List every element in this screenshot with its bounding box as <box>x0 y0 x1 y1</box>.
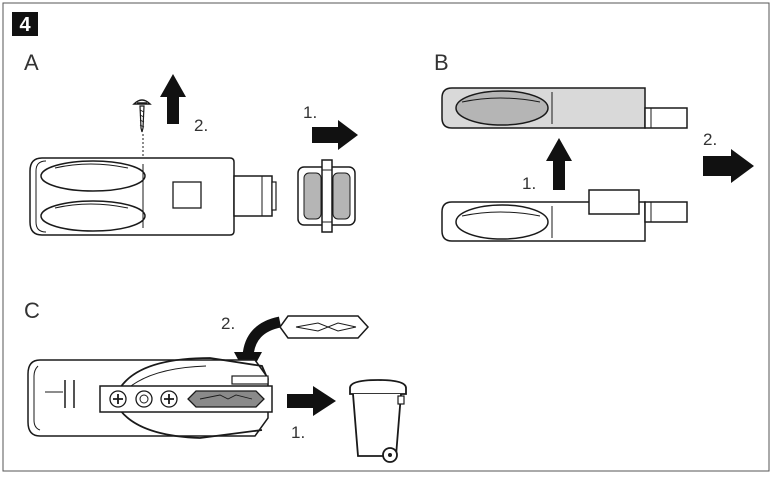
panel-c-step2-label: 2. <box>221 314 235 333</box>
panel-a: 2. 1. <box>29 74 358 236</box>
housing-top-half <box>441 87 688 129</box>
diagram-border <box>2 2 770 472</box>
arrow-right-icon <box>703 149 754 183</box>
fuse-icon <box>279 315 370 339</box>
plug-tip <box>233 175 273 217</box>
panel-a-step2-label: 2. <box>194 116 208 135</box>
panel-label-c: C <box>24 298 40 323</box>
arrow-up-icon <box>160 74 186 124</box>
panel-b: 1. 2. <box>441 87 754 242</box>
screw-icon <box>160 390 178 408</box>
trash-bin-icon <box>349 379 407 463</box>
panel-c-step1-label: 1. <box>291 423 305 442</box>
removed-tip <box>297 159 356 233</box>
grip-lower <box>40 200 146 232</box>
arrow-up-icon <box>546 138 572 190</box>
open-plug <box>27 357 273 439</box>
panel-label-a: A <box>24 50 39 75</box>
panel-label-b: B <box>434 50 449 75</box>
car-plug <box>29 157 277 236</box>
screw-icon <box>109 390 127 408</box>
panel-b-step2-label: 2. <box>703 130 717 149</box>
installed-fuse <box>187 390 265 408</box>
panel-b-step1-label: 1. <box>522 174 536 193</box>
grip-upper <box>40 160 146 192</box>
panel-a-step1-label: 1. <box>303 103 317 122</box>
screw-icon <box>132 99 152 133</box>
step-badge: 4 <box>12 12 38 36</box>
housing-bottom-half <box>441 189 688 242</box>
grip-shaded <box>455 90 549 126</box>
panel-c: 2. <box>27 314 407 463</box>
step-number: 4 <box>19 14 31 36</box>
arrow-right-icon <box>287 386 336 416</box>
arrow-right-icon <box>312 120 358 150</box>
